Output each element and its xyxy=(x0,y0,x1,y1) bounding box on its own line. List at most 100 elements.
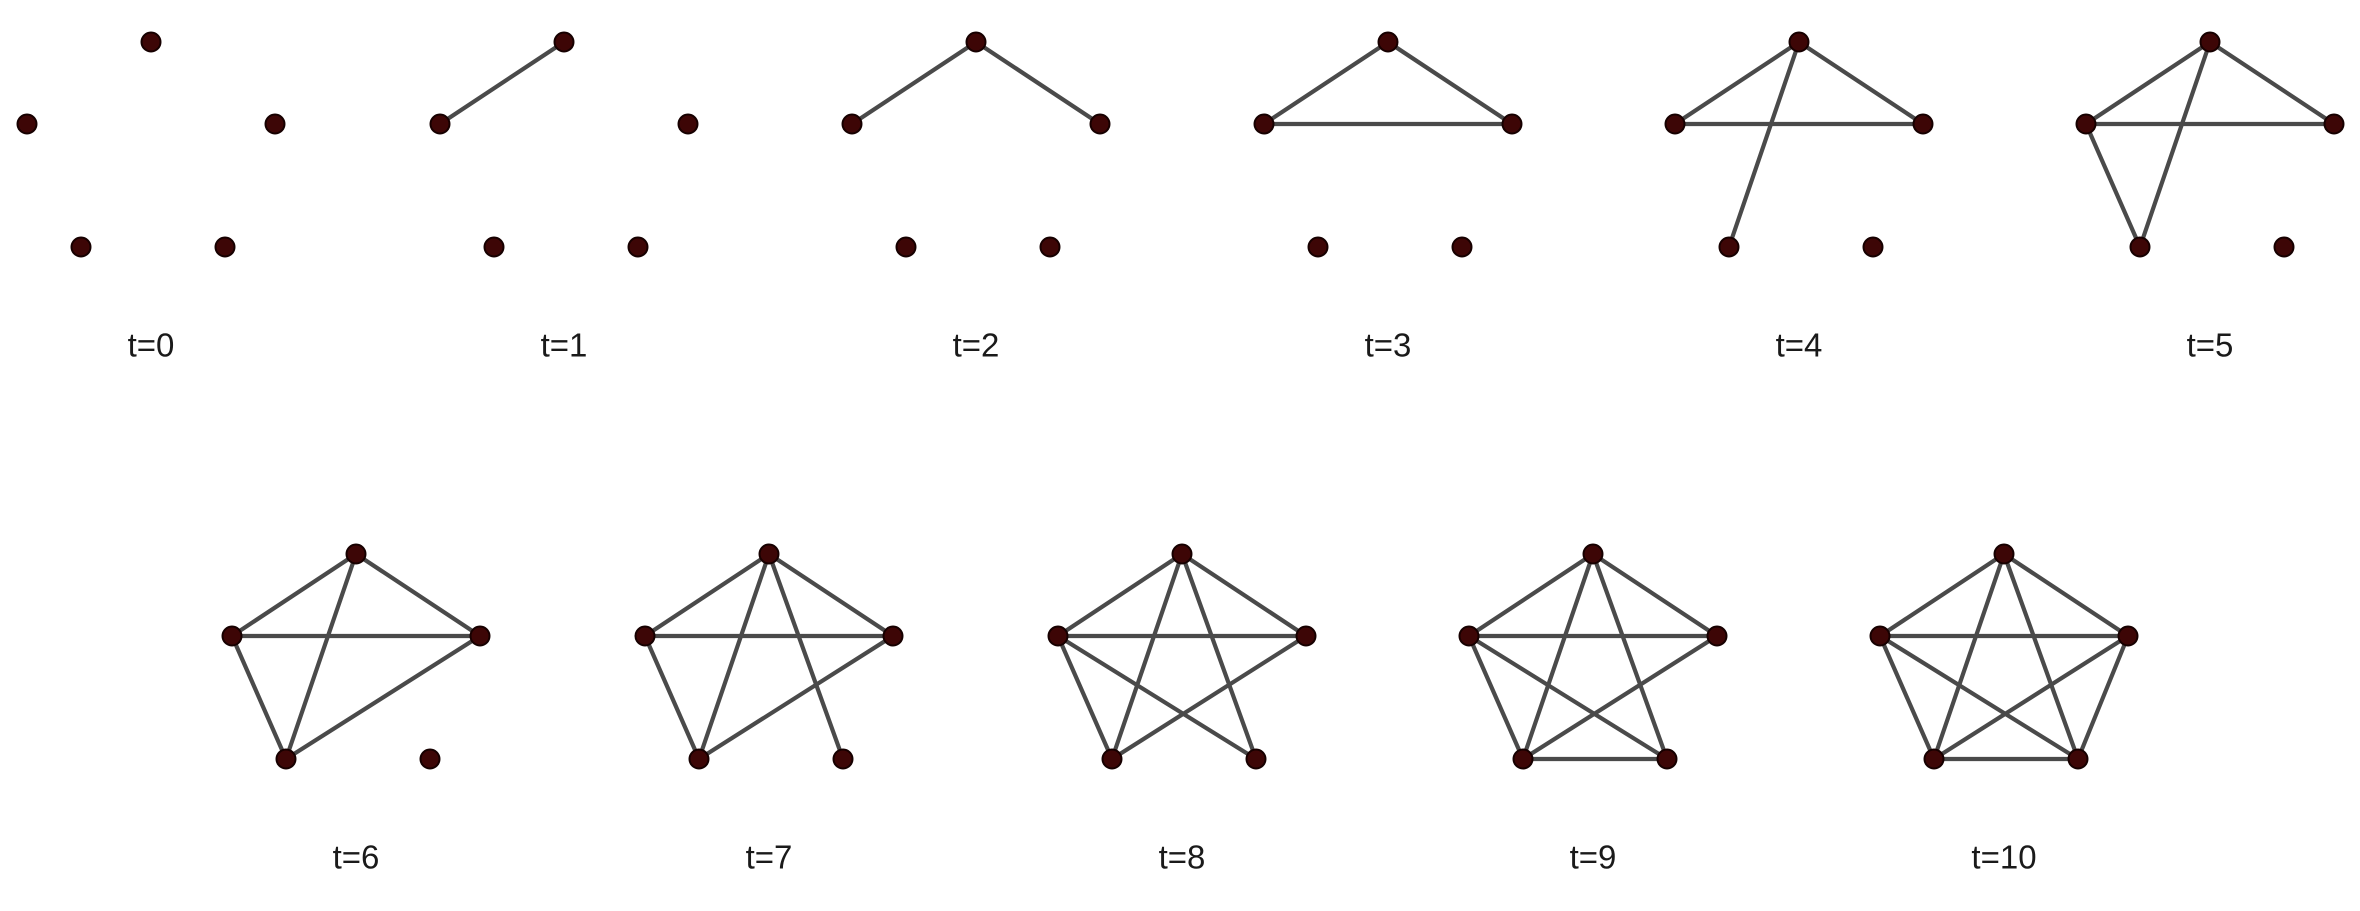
node-right xyxy=(677,113,699,135)
node-bottom-left xyxy=(2129,236,2151,258)
node-top xyxy=(1377,31,1399,53)
edge-top-bottom-left xyxy=(2137,39,2213,250)
edge-top-right xyxy=(2001,551,2131,639)
node-bottom-left xyxy=(275,748,297,770)
node-top xyxy=(1788,31,1810,53)
node-right xyxy=(2117,625,2139,647)
node-left xyxy=(2075,113,2097,135)
node-left xyxy=(1458,625,1480,647)
panel-label: t=1 xyxy=(541,327,588,364)
node-left xyxy=(1253,113,1275,135)
node-bottom-left xyxy=(1923,748,1945,770)
node-right xyxy=(882,625,904,647)
edge-left-bottom-left xyxy=(229,633,289,762)
edge-left-bottom-left xyxy=(642,633,702,762)
node-left xyxy=(1047,625,1069,647)
node-right xyxy=(1089,113,1111,135)
edge-top-bottom-left xyxy=(283,551,359,762)
edge-left-bottom-right xyxy=(1055,633,1259,762)
panel-label: t=8 xyxy=(1159,839,1206,876)
node-top xyxy=(1993,543,2015,565)
node-right xyxy=(1912,113,1934,135)
node-top xyxy=(140,31,162,53)
node-top xyxy=(1171,543,1193,565)
edge-left-top xyxy=(849,39,979,127)
edge-left-top xyxy=(1055,551,1185,639)
panel-t-5: t=5 xyxy=(2075,31,2345,364)
node-top xyxy=(1582,543,1604,565)
edge-top-bottom-left xyxy=(1726,39,1802,250)
node-left xyxy=(16,113,38,135)
node-left xyxy=(1664,113,1686,135)
panel-t-10: t=10 xyxy=(1869,543,2139,876)
edge-top-right xyxy=(766,551,896,639)
edge-top-right xyxy=(1385,39,1515,127)
edge-bottom-left-right xyxy=(1520,633,1720,762)
edge-top-bottom-right xyxy=(766,551,846,762)
node-top xyxy=(345,543,367,565)
edge-left-bottom-right xyxy=(1877,633,2081,762)
panel-label: t=4 xyxy=(1776,327,1823,364)
panel-t-3: t=3 xyxy=(1253,31,1523,364)
node-right xyxy=(469,625,491,647)
edge-top-bottom-left xyxy=(696,551,772,762)
node-bottom-right xyxy=(832,748,854,770)
node-bottom-left xyxy=(483,236,505,258)
edge-top-bottom-left xyxy=(1931,551,2007,762)
edge-left-top xyxy=(229,551,359,639)
panel-label: t=10 xyxy=(1971,839,2036,876)
edge-top-right xyxy=(2207,39,2337,127)
edge-top-right xyxy=(973,39,1103,127)
node-left xyxy=(1869,625,1891,647)
node-right xyxy=(1295,625,1317,647)
edge-left-bottom-left xyxy=(1466,633,1526,762)
edge-left-bottom-left xyxy=(1055,633,1115,762)
edge-left-top xyxy=(2083,39,2213,127)
node-right xyxy=(1706,625,1728,647)
edge-top-right xyxy=(1796,39,1926,127)
node-bottom-right xyxy=(1656,748,1678,770)
node-bottom-left xyxy=(1307,236,1329,258)
node-bottom-left xyxy=(70,236,92,258)
node-bottom-right xyxy=(1245,748,1267,770)
panel-label: t=9 xyxy=(1570,839,1617,876)
panel-label: t=7 xyxy=(746,839,793,876)
edge-left-top xyxy=(1672,39,1802,127)
node-bottom-left xyxy=(1101,748,1123,770)
node-bottom-right xyxy=(627,236,649,258)
panel-t-4: t=4 xyxy=(1664,31,1934,364)
node-top xyxy=(758,543,780,565)
node-right xyxy=(264,113,286,135)
edge-left-top xyxy=(1261,39,1391,127)
panel-t-0: t=0 xyxy=(16,31,286,364)
panel-t-9: t=9 xyxy=(1458,543,1728,876)
node-left xyxy=(429,113,451,135)
edge-left-bottom-left xyxy=(1877,633,1937,762)
node-bottom-left xyxy=(688,748,710,770)
edge-right-bottom-right xyxy=(2075,633,2131,762)
panel-t-7: t=7 xyxy=(634,543,904,876)
panel-label: t=0 xyxy=(128,327,175,364)
edge-bottom-left-right xyxy=(1109,633,1309,762)
edge-top-bottom-right xyxy=(2001,551,2081,762)
panel-label: t=2 xyxy=(953,327,1000,364)
panel-t-6: t=6 xyxy=(221,543,491,876)
node-top xyxy=(965,31,987,53)
node-bottom-right xyxy=(2273,236,2295,258)
panel-label: t=3 xyxy=(1365,327,1412,364)
edge-left-top xyxy=(1466,551,1596,639)
node-bottom-right xyxy=(2067,748,2089,770)
node-top xyxy=(2199,31,2221,53)
edge-left-bottom-right xyxy=(1466,633,1670,762)
node-bottom-left xyxy=(895,236,917,258)
edge-left-top xyxy=(642,551,772,639)
panel-t-1: t=1 xyxy=(429,31,699,364)
node-bottom-right xyxy=(1862,236,1884,258)
edge-top-bottom-left xyxy=(1109,551,1185,762)
node-left xyxy=(221,625,243,647)
edge-bottom-left-right xyxy=(283,633,483,762)
node-bottom-left xyxy=(1512,748,1534,770)
edge-bottom-left-right xyxy=(696,633,896,762)
node-bottom-right xyxy=(1039,236,1061,258)
